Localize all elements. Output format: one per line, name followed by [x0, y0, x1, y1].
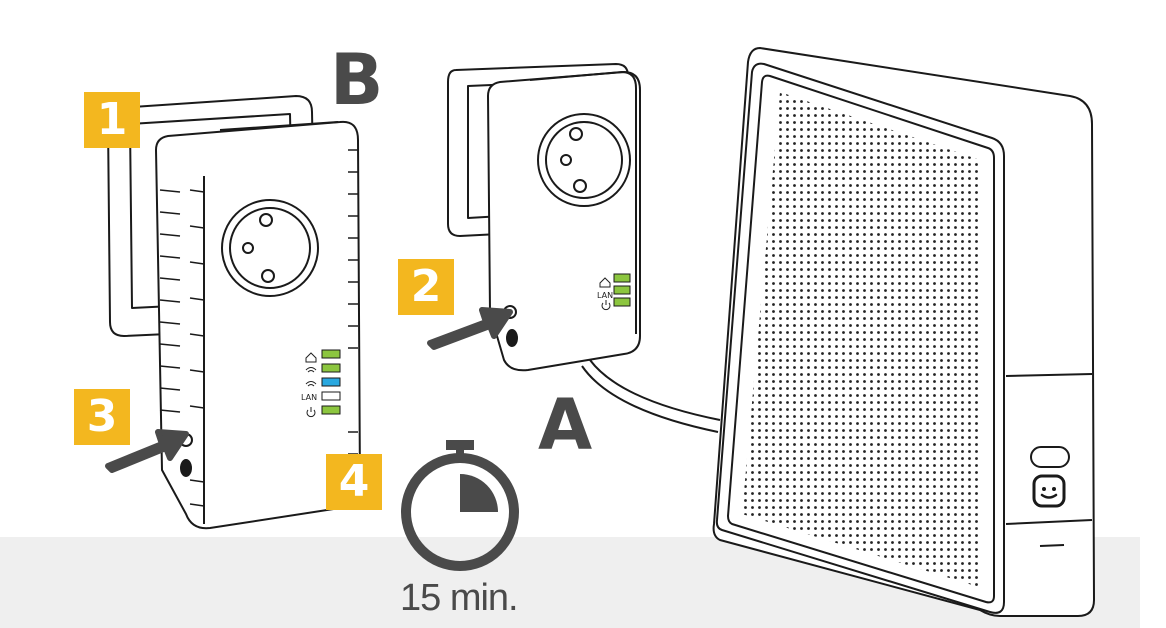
step-badge-3: 3 — [74, 389, 130, 445]
ethernet-cable — [581, 359, 721, 433]
plug-a-leds: LAN — [597, 273, 631, 311]
step-badge-4: 4 — [326, 454, 382, 510]
plug-a — [447, 63, 641, 372]
plug-b-leds: LAN — [301, 349, 341, 418]
step-badge-2: 2 — [398, 259, 454, 315]
push-arrow-icon — [427, 307, 513, 350]
step-badge-1: 1 — [84, 92, 140, 148]
power-icon — [306, 407, 316, 418]
smiley-logo-icon — [1032, 474, 1066, 508]
stopwatch-icon — [401, 440, 519, 571]
plug-b — [107, 95, 361, 530]
wifi-icon — [305, 367, 317, 373]
plug-b-label: B — [330, 39, 384, 121]
led-lan-label-a: LAN — [597, 291, 613, 300]
power-icon — [601, 300, 611, 311]
timer-label: 15 min. — [400, 577, 519, 619]
led-lan-label-b: LAN — [301, 393, 317, 402]
wifi-icon — [305, 381, 317, 387]
push-arrow-icon — [105, 429, 189, 473]
plug-a-label: A — [538, 384, 593, 466]
home-icon — [599, 277, 611, 288]
home-icon — [305, 352, 317, 363]
router — [712, 47, 1095, 617]
plug-b-vents — [159, 149, 358, 507]
